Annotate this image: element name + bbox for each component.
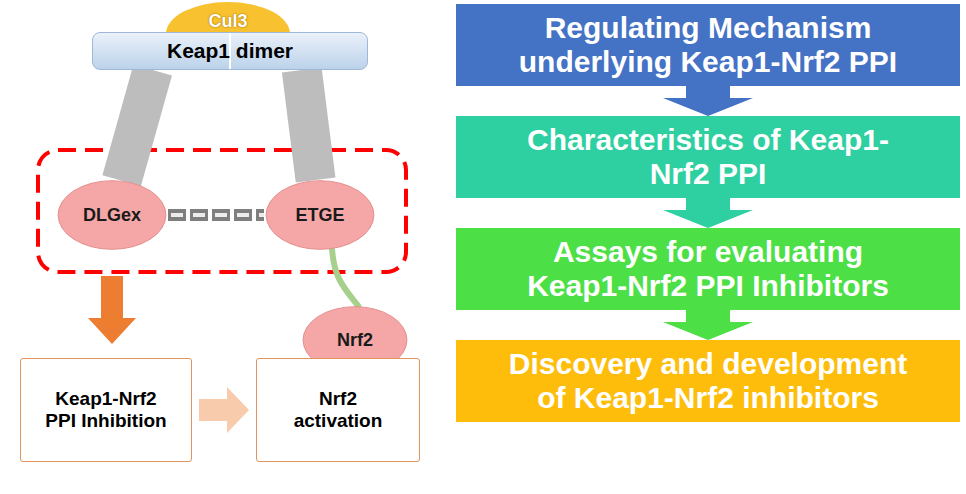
motif-ellipse: DLGex bbox=[57, 180, 167, 250]
chain-highlight bbox=[168, 213, 264, 217]
node-label: DLGex bbox=[83, 205, 141, 226]
block-arrow bbox=[663, 198, 753, 228]
motif-ellipse: ETGE bbox=[265, 180, 375, 250]
section-box: Characteristics of Keap1-Nrf2 PPI bbox=[456, 116, 960, 198]
dashed-region bbox=[38, 150, 406, 272]
arrow-shape bbox=[663, 198, 753, 228]
label-group: Keap1 dimer bbox=[167, 39, 293, 63]
node-label: Regulating Mechanism underlying Keap1-Nr… bbox=[503, 11, 913, 80]
label-group: DLGex bbox=[83, 205, 141, 226]
section-box: Assays for evaluating Keap1-Nrf2 PPI Inh… bbox=[456, 228, 960, 310]
down-arrow bbox=[88, 276, 136, 344]
arm-band bbox=[122, 70, 153, 181]
node-label: Assays for evaluating Keap1-Nrf2 PPI Inh… bbox=[503, 235, 913, 304]
block-arrow bbox=[663, 310, 753, 340]
label-group: Cul3 bbox=[208, 11, 247, 32]
keap1-arm bbox=[122, 70, 153, 181]
node-label: Characteristics of Keap1-Nrf2 PPI bbox=[503, 123, 913, 192]
keap1-dimer-band: Keap1 dimer bbox=[92, 32, 368, 70]
block-arrow bbox=[199, 387, 249, 433]
arrow-shape bbox=[663, 86, 753, 116]
ellipse-fill bbox=[266, 181, 374, 250]
curve-line bbox=[332, 249, 358, 306]
arrow-shape bbox=[199, 387, 249, 433]
node-label: Nrf2 bbox=[337, 330, 373, 351]
node-label: Cul3 bbox=[208, 11, 247, 32]
outcome-box: Nrf2 activation bbox=[256, 358, 420, 462]
outcome-box: Keap1-Nrf2 PPI Inhibition bbox=[20, 358, 192, 462]
linker-chain bbox=[168, 215, 264, 216]
label-group: Keap1-Nrf2 PPI Inhibition bbox=[41, 388, 171, 432]
section-box: Regulating Mechanism underlying Keap1-Nr… bbox=[456, 4, 960, 86]
ellipse-fill bbox=[58, 181, 166, 250]
dome-fill bbox=[166, 2, 290, 34]
node-label: Keap1-Nrf2 PPI Inhibition bbox=[41, 388, 171, 432]
block-arrow bbox=[663, 86, 753, 116]
label-group: Characteristics of Keap1-Nrf2 PPI bbox=[503, 123, 913, 192]
label-group: Nrf2 bbox=[337, 330, 373, 351]
label-group: Assays for evaluating Keap1-Nrf2 PPI Inh… bbox=[503, 235, 913, 304]
node-label: Keap1 dimer bbox=[167, 39, 293, 63]
node-label: ETGE bbox=[295, 205, 344, 226]
label-group: Nrf2 activation bbox=[283, 388, 393, 432]
label-group: Discovery and development of Keap1-Nrf2 … bbox=[503, 347, 913, 416]
tether-line bbox=[332, 249, 358, 306]
node-label: Nrf2 activation bbox=[283, 388, 393, 432]
label-group: Regulating Mechanism underlying Keap1-Nr… bbox=[503, 11, 913, 80]
section-box: Discovery and development of Keap1-Nrf2 … bbox=[456, 340, 960, 422]
cul3-dome: Cul3 bbox=[166, 2, 290, 34]
chain-links bbox=[168, 209, 264, 221]
node-label: Discovery and development of Keap1-Nrf2 … bbox=[503, 347, 913, 416]
label-group: ETGE bbox=[295, 205, 344, 226]
arrow-shape bbox=[663, 310, 753, 340]
keap1-arm bbox=[302, 70, 316, 180]
arm-band bbox=[302, 70, 316, 180]
